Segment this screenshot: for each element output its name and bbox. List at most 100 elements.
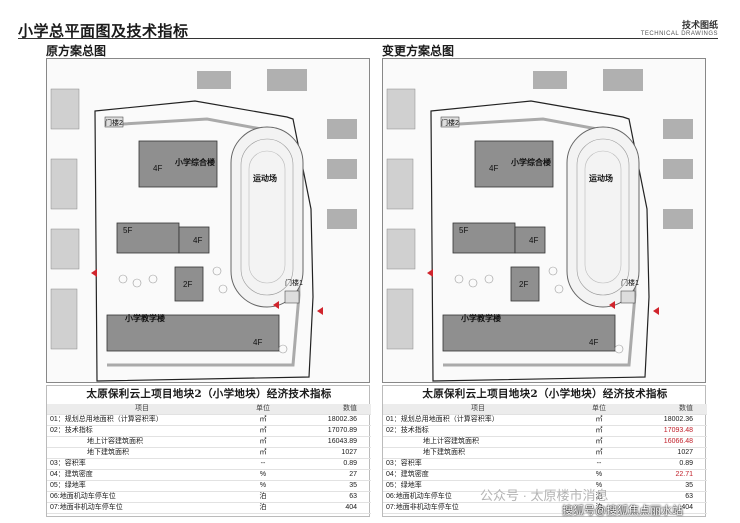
table-row: 07:地面非机动车停车位 泊 404 — [47, 502, 371, 514]
row-value: 18002.36 — [289, 414, 371, 426]
row-unit: ㎡ — [237, 447, 289, 459]
floor-2f-label: 2F — [519, 280, 528, 289]
page-title: 小学总平面图及技术指标 — [18, 23, 189, 40]
row-unit: % — [237, 480, 289, 492]
row-item: 02：技术指标 — [47, 425, 237, 437]
table-row: 地下建筑面积 ㎡ 1027 — [383, 447, 707, 459]
table-title: 太原保利云上项目地块2（小学地块）经济技术指标 — [422, 388, 668, 400]
row-value: 1027 — [625, 447, 707, 459]
row-unit: -- — [573, 458, 625, 470]
table-row: 03：容积率 -- 0.89 — [47, 458, 371, 470]
header-value: 数值 — [289, 404, 371, 415]
row-unit: ㎡ — [237, 414, 289, 426]
section-label: 技术图纸 TECHNICAL DRAWINGS — [641, 18, 718, 37]
row-value: 63 — [625, 491, 707, 503]
table-row: 05：绿地率 % 35 — [47, 480, 371, 492]
row-unit: ㎡ — [237, 436, 289, 448]
row-value-changed: 16066.48 — [625, 436, 707, 448]
row-item: 03：容积率 — [47, 458, 237, 470]
header-value: 数值 — [625, 404, 707, 415]
row-value: 18002.36 — [625, 414, 707, 426]
table-row: 地上计容建筑面积 ㎡ 16066.48 — [383, 436, 707, 448]
row-item: 地上计容建筑面积 — [47, 436, 237, 448]
row-value: 1027 — [289, 447, 371, 459]
row-item: 01：规划总用地面积（计算容积率） — [383, 414, 573, 426]
row-unit: 泊 — [237, 502, 289, 514]
header-unit: 单位 — [237, 404, 289, 415]
row-item: 06:地面机动车停车位 — [383, 491, 573, 503]
row-item: 05：绿地率 — [383, 480, 573, 492]
table-row: 02：技术指标 ㎡ 17093.48 — [383, 425, 707, 437]
header-item: 项目 — [383, 404, 573, 415]
table-row: 01：规划总用地面积（计算容积率） ㎡ 18002.36 — [47, 414, 371, 426]
row-unit: 泊 — [237, 491, 289, 503]
row-item: 01：规划总用地面积（计算容积率） — [47, 414, 237, 426]
row-value: 16043.89 — [289, 436, 371, 448]
floor-5f-label: 5F — [459, 226, 468, 235]
site-plan-svg: 门楼2 4F 小学综合楼 运动场 5F 4F 2F 门楼1 小学教学楼 4F — [383, 59, 705, 382]
row-unit: ㎡ — [573, 425, 625, 437]
row-value: 17070.89 — [289, 425, 371, 437]
site-plan-drawing: 门楼2 4F 小学综合楼 运动场 5F 4F 2F 门楼1 小学教学楼 4F — [382, 58, 706, 383]
row-item: 03：容积率 — [383, 458, 573, 470]
header-divider — [18, 38, 718, 39]
floor-4f-label: 4F — [489, 164, 498, 173]
header-unit: 单位 — [573, 404, 625, 415]
section-label-en: TECHNICAL DRAWINGS — [640, 31, 718, 37]
row-unit: 泊 — [573, 502, 625, 514]
row-item: 地上计容建筑面积 — [383, 436, 573, 448]
floor-5f-label: 5F — [123, 226, 132, 235]
table-row: 05：绿地率 % 35 — [383, 480, 707, 492]
row-value: 404 — [289, 502, 371, 514]
table-row: 02：技术指标 ㎡ 17070.89 — [47, 425, 371, 437]
row-value: 0.89 — [625, 458, 707, 470]
row-unit: ㎡ — [237, 425, 289, 437]
floor-4f-bottom-label: 4F — [589, 338, 598, 347]
row-unit: % — [237, 469, 289, 481]
teaching-building-label: 小学教学楼 — [124, 313, 165, 323]
complex-building-label: 小学综合楼 — [174, 157, 215, 167]
econ-table-card: 太原保利云上项目地块2（小学地块）经济技术指标 项目 单位 数值 01：规划总用… — [46, 385, 371, 517]
row-value: 63 — [289, 491, 371, 503]
section-label-cn: 技术图纸 — [681, 20, 718, 30]
row-value: 35 — [625, 480, 707, 492]
floor-4f-mid-label: 4F — [193, 236, 202, 245]
row-unit: % — [573, 480, 625, 492]
table-header-row: 项目 单位 数值 — [383, 404, 707, 415]
teaching-building-label: 小学教学楼 — [460, 313, 501, 323]
sports-field-label: 运动场 — [253, 173, 277, 183]
row-value: 404 — [625, 502, 707, 514]
row-value-changed: 17093.48 — [625, 425, 707, 437]
table-row: 06:地面机动车停车位 泊 63 — [47, 491, 371, 503]
row-unit: % — [573, 469, 625, 481]
floor-4f-mid-label: 4F — [529, 236, 538, 245]
row-unit: ㎡ — [573, 414, 625, 426]
row-item: 06:地面机动车停车位 — [47, 491, 237, 503]
row-unit: 泊 — [573, 491, 625, 503]
row-item: 地下建筑面积 — [47, 447, 237, 459]
table-row: 03：容积率 -- 0.89 — [383, 458, 707, 470]
row-item: 02：技术指标 — [383, 425, 573, 437]
panel-subtitle: 原方案总图 — [46, 44, 107, 58]
econ-indicator-table: 项目 单位 数值 01：规划总用地面积（计算容积率） ㎡ 18002.36 02… — [47, 404, 371, 514]
table-header-row: 项目 单位 数值 — [47, 404, 371, 415]
header-item: 项目 — [47, 404, 237, 415]
table-row: 地下建筑面积 ㎡ 1027 — [47, 447, 371, 459]
row-value: 0.89 — [289, 458, 371, 470]
floor-4f-label: 4F — [153, 164, 162, 173]
floor-4f-bottom-label: 4F — [253, 338, 262, 347]
table-title: 太原保利云上项目地块2（小学地块）经济技术指标 — [86, 388, 332, 400]
table-row: 01：规划总用地面积（计算容积率） ㎡ 18002.36 — [383, 414, 707, 426]
sohu-watermark: 搜狐号@搜狐焦点丽水站 — [562, 505, 684, 517]
table-row: 06:地面机动车停车位 泊 63 — [383, 491, 707, 503]
floor-2f-label: 2F — [183, 280, 192, 289]
table-row: 07:地面非机动车停车位 泊 404 — [383, 502, 707, 514]
sports-field-label: 运动场 — [589, 173, 613, 183]
gate1-label: 门楼1 — [621, 278, 639, 287]
row-item: 04：建筑密度 — [383, 469, 573, 481]
site-plan-drawing: 门楼2 4F 小学综合楼 运动场 5F 4F 2F 门楼1 小学教学楼 4F — [46, 58, 370, 383]
row-value: 27 — [289, 469, 371, 481]
panel-subtitle: 变更方案总图 — [382, 44, 455, 58]
row-item: 07:地面非机动车停车位 — [47, 502, 237, 514]
row-value-changed: 22.71 — [625, 469, 707, 481]
